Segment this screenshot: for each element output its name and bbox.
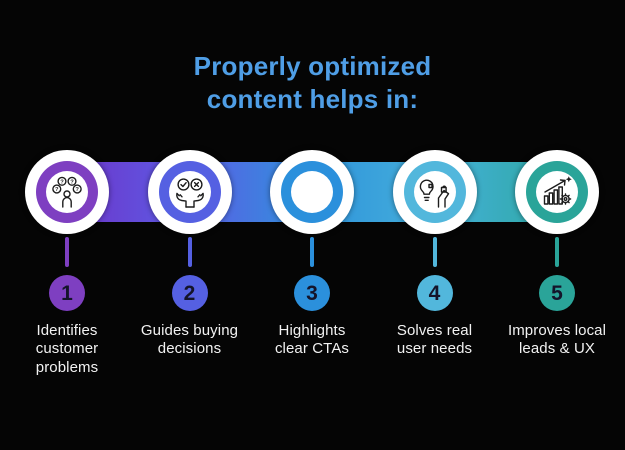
step-label-line: decisions [157,340,222,358]
step-icon-holder [536,171,578,213]
step-node [147,150,232,234]
step-label-line: Improves local [507,322,607,339]
step-connector-line [432,237,437,267]
step-connector-line [65,237,69,267]
step-number-badge: 3 [294,275,330,311]
svg-text:?: ? [55,187,59,193]
step-number-badge: 1 [49,275,85,311]
step-label-line: Solves real [396,322,473,339]
svg-text:?: ? [75,187,79,193]
step-number: 5 [551,281,563,305]
step-ring [158,161,221,223]
customer-problems-icon: ? ? ? ? [52,176,82,208]
step-label-line: problems [35,358,99,376]
step-icon-holder [291,171,333,213]
svg-text:?: ? [70,179,74,185]
step-number-badge: 2 [171,275,208,311]
step-ring: ? ? ? ? [36,161,98,223]
step-node [392,150,477,234]
step-label-line: clear CTAs [274,340,350,358]
step-label-line: Guides buying [140,322,239,339]
step-ring [281,161,343,223]
step-node: ? ? ? ? [25,150,109,234]
title-line-1: Properly optimized [193,51,432,81]
step-number-badge: 5 [539,275,575,311]
step-icon-holder [168,171,211,213]
step-connector-line [187,237,192,267]
step-label-line: user needs [396,340,473,358]
step-number: 4 [428,281,441,305]
step-label-line: leads & UX [518,340,596,358]
step-connector-line [555,237,559,267]
title-line-2: content helps in: [206,84,419,115]
step-number: 3 [306,281,318,305]
step-label-line: Identifies [36,322,98,339]
step-number: 1 [61,281,73,305]
step-label-line: customer [35,340,99,358]
step-icon-holder: ? ? ? ? [46,171,88,213]
step-number: 2 [183,281,196,305]
step-label-line: Highlights [278,322,346,339]
growth-chart-icon [543,176,572,205]
step-ring [403,161,466,223]
buying-decisions-icon [175,178,204,208]
step-connector-line [310,237,314,267]
problem-solving-icon [419,179,449,208]
page-title: Properly optimized content helps in: [0,50,625,117]
svg-text:?: ? [60,179,64,185]
step-node [270,150,354,234]
step-number-badge: 4 [416,275,453,311]
step-icon-holder [413,171,456,213]
step-node [515,150,599,234]
step-ring [526,161,588,223]
